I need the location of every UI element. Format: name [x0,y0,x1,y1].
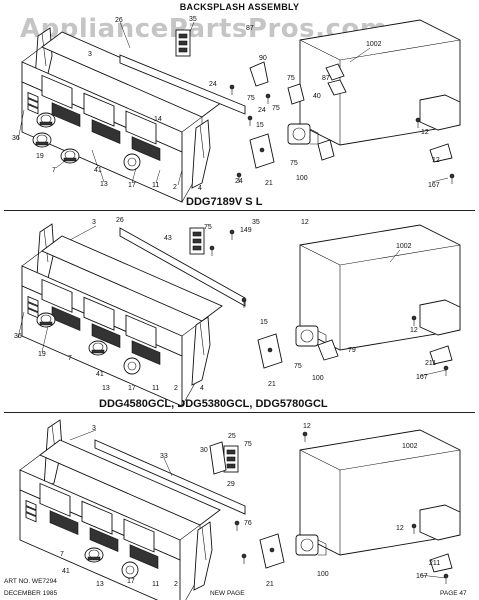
callout: 3 [92,219,96,226]
callout: 100 [296,175,308,182]
callout: 15 [260,319,268,326]
callout: 26 [116,217,124,224]
callout: 33 [160,453,168,460]
callout: 11 [152,182,159,189]
callout: 1002 [366,41,382,48]
callout: 75 [294,363,302,370]
callout: 3 [92,425,96,432]
callout: 17 [127,578,135,585]
callout: 36 [14,333,22,340]
callout: 13 [102,385,110,392]
callout: 2 [174,581,178,588]
section-1-assembly [21,19,461,203]
callout: 75 [287,75,295,82]
callout: 3 [88,51,92,58]
callout: 12 [432,157,440,164]
callout: 100 [312,375,324,382]
art-number: ART NO. WE7294 [4,578,57,585]
page-title: BACKSPLASH ASSEMBLY [179,2,300,12]
section-divider-1 [4,210,475,211]
model-label-ddg7189: DDG7189V S L [186,196,263,208]
callout: 4 [200,385,204,392]
callout: 17 [128,385,136,392]
footer-date: DECEMBER 1985 [4,590,58,597]
callout: 35 [252,219,260,226]
section-2-assembly [21,223,461,407]
page-number: PAGE 47 [440,590,467,597]
callout: 211 [425,360,436,367]
section-divider-2 [4,412,475,413]
callout: 75 [290,160,298,167]
callout: 12 [301,219,309,226]
callout: 14 [154,116,162,123]
callout: 75 [272,105,280,112]
model-label-ddg4580: DDG4580GCL, DDG5380GCL, DDG5780GCL [99,398,328,410]
callout: 35 [189,16,197,23]
callout: 149 [240,227,252,234]
callout: 211 [429,560,440,567]
callout: 167 [428,182,440,189]
callout: 41 [94,167,102,174]
callout: 43 [164,235,172,242]
callout: 25 [228,433,236,440]
callout: 11 [152,385,159,392]
callout: 7 [68,355,72,362]
callout: 41 [62,568,70,575]
callout: 12 [396,525,404,532]
callout: 13 [100,181,108,188]
callout: 87 [246,25,254,32]
callout: 2 [174,385,178,392]
callout: 100 [317,571,329,578]
callout: 79 [348,347,356,354]
callout: 30 [200,447,208,454]
callout: 75 [244,441,252,448]
callout: 12 [410,327,418,334]
section-3-assembly [19,419,461,600]
section-3-callouts: 3 33 30 25 75 29 12 1002 76 12 7 41 13 1… [60,423,440,588]
callout: 19 [38,351,46,358]
callout: 24 [258,107,266,114]
callout: 40 [313,93,321,100]
callout: 1002 [402,443,418,450]
section-2-callouts: 3 26 43 75 35 149 12 1002 15 12 36 19 7 … [14,217,436,392]
callout: 21 [265,180,273,187]
callout: 90 [259,55,267,62]
callout: 11 [152,581,159,588]
callout: 4 [198,185,202,192]
callout: 41 [96,371,104,378]
callout: 167 [416,573,428,580]
callout: 12 [303,423,311,430]
callout: 36 [12,135,20,142]
callout: 15 [256,122,264,129]
callout: 24 [209,81,217,88]
callout: 29 [227,481,235,488]
callout: 7 [60,551,64,558]
callout: 17 [128,182,136,189]
callout: 75 [204,224,212,231]
callout: 167 [416,374,428,381]
callout: 24 [235,178,243,185]
callout: 76 [244,520,252,527]
callout: 13 [96,581,104,588]
callout: 21 [268,381,276,388]
callout: 75 [247,95,255,102]
callout: 26 [115,17,123,24]
section-1-callouts: 26 3 35 87 1002 90 75 87 24 75 40 24 14 … [12,16,440,192]
footer-center-note: NEW PAGE [210,590,245,597]
callout: 12 [421,129,429,136]
callout: 7 [52,167,56,174]
callout: 1002 [396,243,412,250]
callout: 21 [266,581,274,588]
leader-lines [17,21,449,579]
callout: 19 [36,153,44,160]
callout: 87 [322,75,330,82]
callout: 2 [173,184,177,191]
